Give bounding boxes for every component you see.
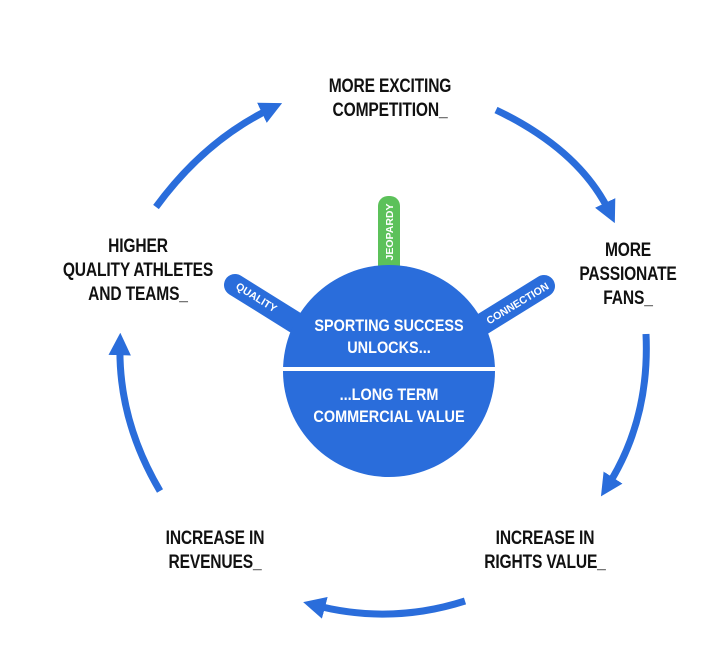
node-line: FANS_ — [603, 288, 653, 309]
node-line: MORE EXCITING — [328, 76, 452, 97]
node-line: HIGHER — [108, 236, 168, 257]
node-line: AND TEAMS_ — [88, 284, 188, 305]
arrow-fans-to-rights — [600, 333, 650, 497]
node-line: MORE — [604, 240, 652, 261]
node-increase-in-rights-value: INCREASE IN RIGHTS VALUE_ — [479, 527, 610, 575]
arrow-athletes-to-competition — [153, 102, 283, 210]
node-increase-in-revenues: INCREASE IN REVENUES_ — [149, 527, 280, 575]
center-top-line: UNLOCKS... — [347, 338, 431, 357]
jeopardy-tag-label: JEOPARDY — [384, 204, 396, 261]
node-more-passionate-fans: MORE PASSIONATE FANS_ — [562, 239, 693, 311]
center-bottom-line: COMMERCIAL VALUE — [313, 407, 465, 426]
center-bottom-line: ...LONG TERM — [339, 385, 439, 404]
node-line: REVENUES_ — [168, 552, 262, 573]
node-line: QUALITY ATHLETES — [62, 260, 214, 281]
node-higher-quality-athletes-and-teams: HIGHER QUALITY ATHLETES AND TEAMS_ — [56, 235, 220, 307]
node-line: INCREASE IN — [495, 528, 595, 549]
center-top-line: SPORTING SUCCESS — [314, 316, 464, 335]
center-bottom-text: ...LONG TERM COMMERCIAL VALUE — [304, 384, 474, 428]
node-line: COMPETITION_ — [332, 100, 448, 121]
arrow-competition-to-fans — [494, 106, 616, 224]
jeopardy-tag: JEOPARDY — [378, 196, 400, 286]
arrow-rights-to-revenues — [303, 597, 467, 619]
node-line: RIGHTS VALUE_ — [484, 552, 606, 573]
center-top-text: SPORTING SUCCESS UNLOCKS... — [304, 315, 474, 359]
node-line: PASSIONATE — [579, 264, 677, 285]
node-line: INCREASE IN — [165, 528, 265, 549]
arrow-revenues-to-athletes — [108, 332, 164, 493]
center-divider — [280, 367, 500, 371]
node-more-exciting-competition: MORE EXCITING COMPETITION_ — [308, 75, 472, 123]
